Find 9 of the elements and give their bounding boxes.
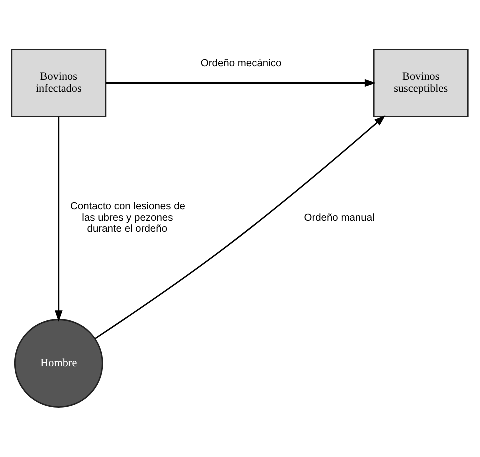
node-box: Bovinos susceptibles	[373, 49, 469, 118]
arrow	[95, 116, 386, 340]
arrow	[54, 116, 63, 322]
node-box: Bovinos infectados	[11, 49, 107, 118]
node-circle: Hombre	[14, 319, 104, 408]
edge-label: Contacto con lesiones de las ubres y pezones durante el ordeño	[70, 202, 186, 236]
edge-label: Ordeño manual	[304, 212, 375, 224]
edge-label: Ordeño mecánico	[200, 58, 282, 70]
arrow	[106, 79, 376, 88]
